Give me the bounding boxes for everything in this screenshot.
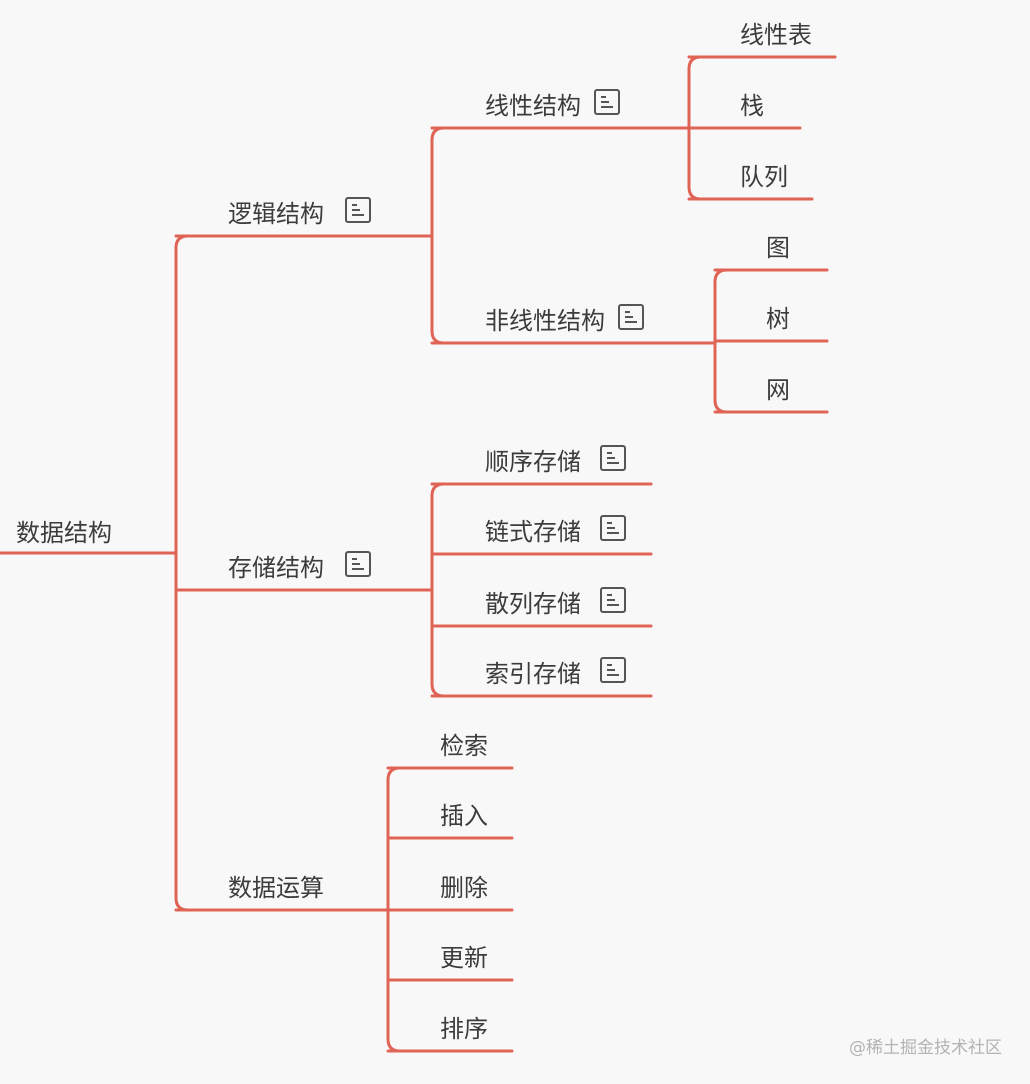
branch-3-label: 数据运算 — [228, 874, 324, 902]
leaf-linear-1-label: 线性表 — [740, 21, 812, 49]
storage-2-note-icon — [600, 515, 626, 541]
storage-3-note-icon — [600, 587, 626, 613]
leaf-nonlinear-1-label: 图 — [766, 234, 790, 262]
sub-2-label: 非线性结构 — [485, 307, 605, 335]
storage-1-label: 顺序存储 — [485, 448, 581, 476]
branch-1-bracket-branch — [430, 330, 445, 345]
operation-4-label: 更新 — [440, 944, 488, 972]
sub-1-label: 线性结构 — [485, 92, 581, 120]
linear-bracket-branch — [687, 55, 702, 70]
root-bracket-branch — [174, 897, 189, 912]
operation-1-label: 检索 — [440, 732, 488, 760]
branch-2-note-icon — [345, 551, 371, 577]
branch-3-bracket-branch — [386, 766, 401, 781]
operation-5-label: 排序 — [440, 1015, 488, 1043]
linear-bracket-branch — [687, 186, 702, 201]
storage-4-label: 索引存储 — [485, 660, 581, 688]
nonlinear-bracket-branch — [713, 268, 728, 283]
leaf-nonlinear-3-label: 网 — [766, 376, 790, 404]
operation-2-label: 插入 — [440, 802, 488, 830]
operation-3-label: 删除 — [440, 874, 488, 902]
branch-1-bracket-branch — [430, 126, 445, 141]
branch-2-label: 存储结构 — [228, 554, 324, 582]
storage-2-label: 链式存储 — [485, 518, 581, 546]
mindmap-connectors — [0, 55, 837, 1053]
watermark: @稀土掘金技术社区 — [849, 1038, 1002, 1058]
sub-2-note-icon — [618, 304, 644, 330]
branch-1-note-icon — [345, 197, 371, 223]
branch-3-bracket-branch — [386, 1038, 401, 1053]
root-node-label: 数据结构 — [16, 519, 112, 547]
leaf-nonlinear-2-label: 树 — [766, 305, 790, 333]
branch-2-bracket-branch — [430, 683, 445, 698]
leaf-linear-2-label: 栈 — [740, 92, 764, 120]
branch-2-bracket-branch — [430, 482, 445, 497]
storage-3-label: 散列存储 — [485, 590, 581, 618]
leaf-linear-3-label: 队列 — [740, 163, 788, 191]
branch-1-label: 逻辑结构 — [228, 200, 324, 228]
sub-1-note-icon — [594, 89, 620, 115]
storage-1-note-icon — [600, 445, 626, 471]
root-bracket-branch — [174, 234, 189, 249]
nonlinear-bracket-branch — [713, 399, 728, 414]
storage-4-note-icon — [600, 657, 626, 683]
